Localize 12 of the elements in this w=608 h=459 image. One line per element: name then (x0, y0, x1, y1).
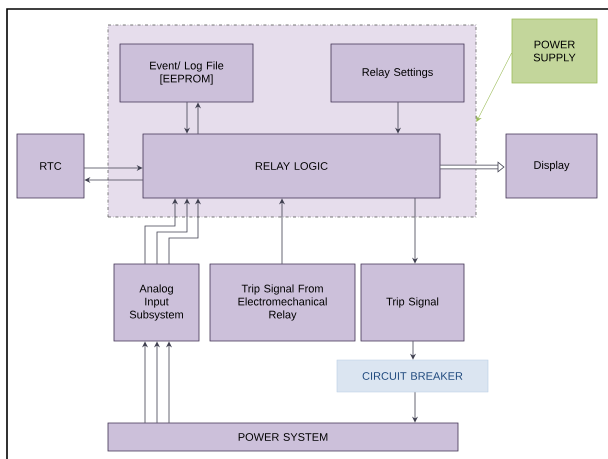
process-box: Relay Settings (330, 44, 464, 102)
process-box: CIRCUIT BREAKER (336, 360, 488, 392)
process-box: RELAY LOGIC (142, 134, 440, 198)
process-box: Analog Input Subsystem (114, 264, 200, 342)
process-box: Trip Signal (360, 264, 464, 342)
callout-box: POWER SUPPLY (512, 18, 598, 84)
process-box: Display (506, 134, 598, 198)
process-box: Trip Signal From Electromechanical Relay (210, 264, 356, 342)
leader-line (476, 52, 512, 122)
process-box: RTC (16, 134, 84, 198)
process-box: POWER SYSTEM (108, 422, 458, 452)
process-box: Event/ Log File [EEPROM] (120, 44, 254, 102)
